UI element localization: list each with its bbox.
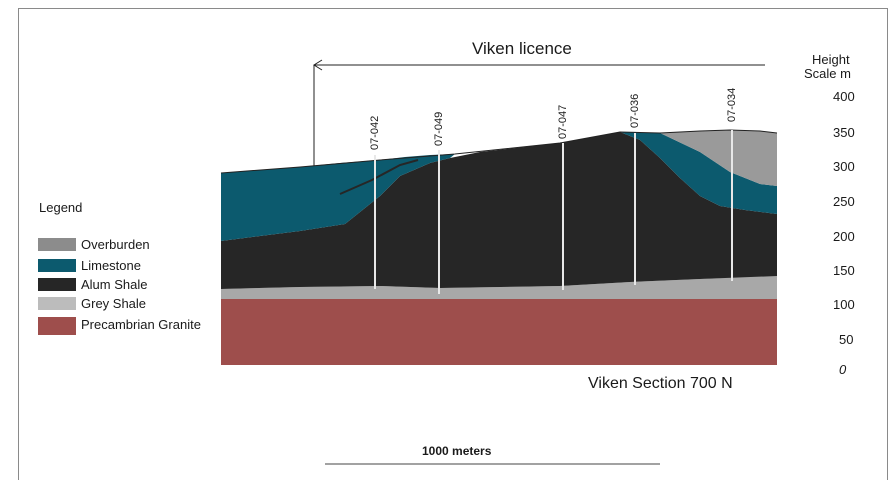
legend-swatch-limestone — [38, 259, 76, 272]
legend-swatch-overburden — [38, 238, 76, 251]
borehole-label: 07-034 — [726, 88, 738, 122]
legend-swatch-granite — [38, 317, 76, 335]
borehole-label: 07-036 — [629, 94, 641, 128]
limestone-streak — [339, 159, 419, 195]
limestone-layer-right — [620, 132, 777, 214]
legend-label: Precambrian Granite — [81, 317, 201, 332]
limestone-layer-left — [221, 154, 455, 241]
scale-bar-label: 1000 meters — [422, 444, 492, 458]
borehole-label: 07-049 — [433, 112, 445, 146]
ground-surface-line — [220, 129, 778, 174]
height-tick: 350 — [833, 125, 855, 140]
alum-shale-layer — [221, 132, 777, 289]
height-scale-title: Scale m — [804, 66, 851, 81]
borehole-label: 07-047 — [557, 105, 569, 139]
height-tick: 200 — [833, 229, 855, 244]
grey-shale-layer — [221, 276, 777, 299]
granite-layer — [221, 299, 777, 365]
height-scale-ticks: 400 350 300 250 200 150 100 50 0 — [833, 89, 855, 377]
legend-label: Limestone — [81, 258, 141, 273]
legend-swatch-grey-shale — [38, 297, 76, 310]
legend-swatch-alum-shale — [38, 278, 76, 291]
licence-arrow — [313, 59, 765, 166]
legend-label: Alum Shale — [81, 277, 147, 292]
height-tick: 300 — [833, 159, 855, 174]
legend-label: Overburden — [81, 237, 150, 252]
borehole-lines — [374, 130, 733, 294]
legend: Overburden Limestone Alum Shale Grey Sha… — [38, 237, 201, 335]
overburden-layer — [660, 130, 777, 186]
height-tick: 50 — [839, 332, 853, 347]
height-tick: 250 — [833, 194, 855, 209]
legend-label: Grey Shale — [81, 296, 146, 311]
figure-frame — [18, 8, 888, 480]
height-scale-title: Height — [812, 52, 850, 67]
height-tick: 100 — [833, 297, 855, 312]
borehole-label: 07-042 — [369, 116, 381, 150]
height-tick: 0 — [839, 362, 847, 377]
height-tick: 400 — [833, 89, 855, 104]
licence-label: Viken licence — [472, 39, 572, 58]
section-title: Viken Section 700 N — [588, 375, 733, 392]
height-tick: 150 — [833, 263, 855, 278]
legend-title: Legend — [39, 200, 82, 215]
